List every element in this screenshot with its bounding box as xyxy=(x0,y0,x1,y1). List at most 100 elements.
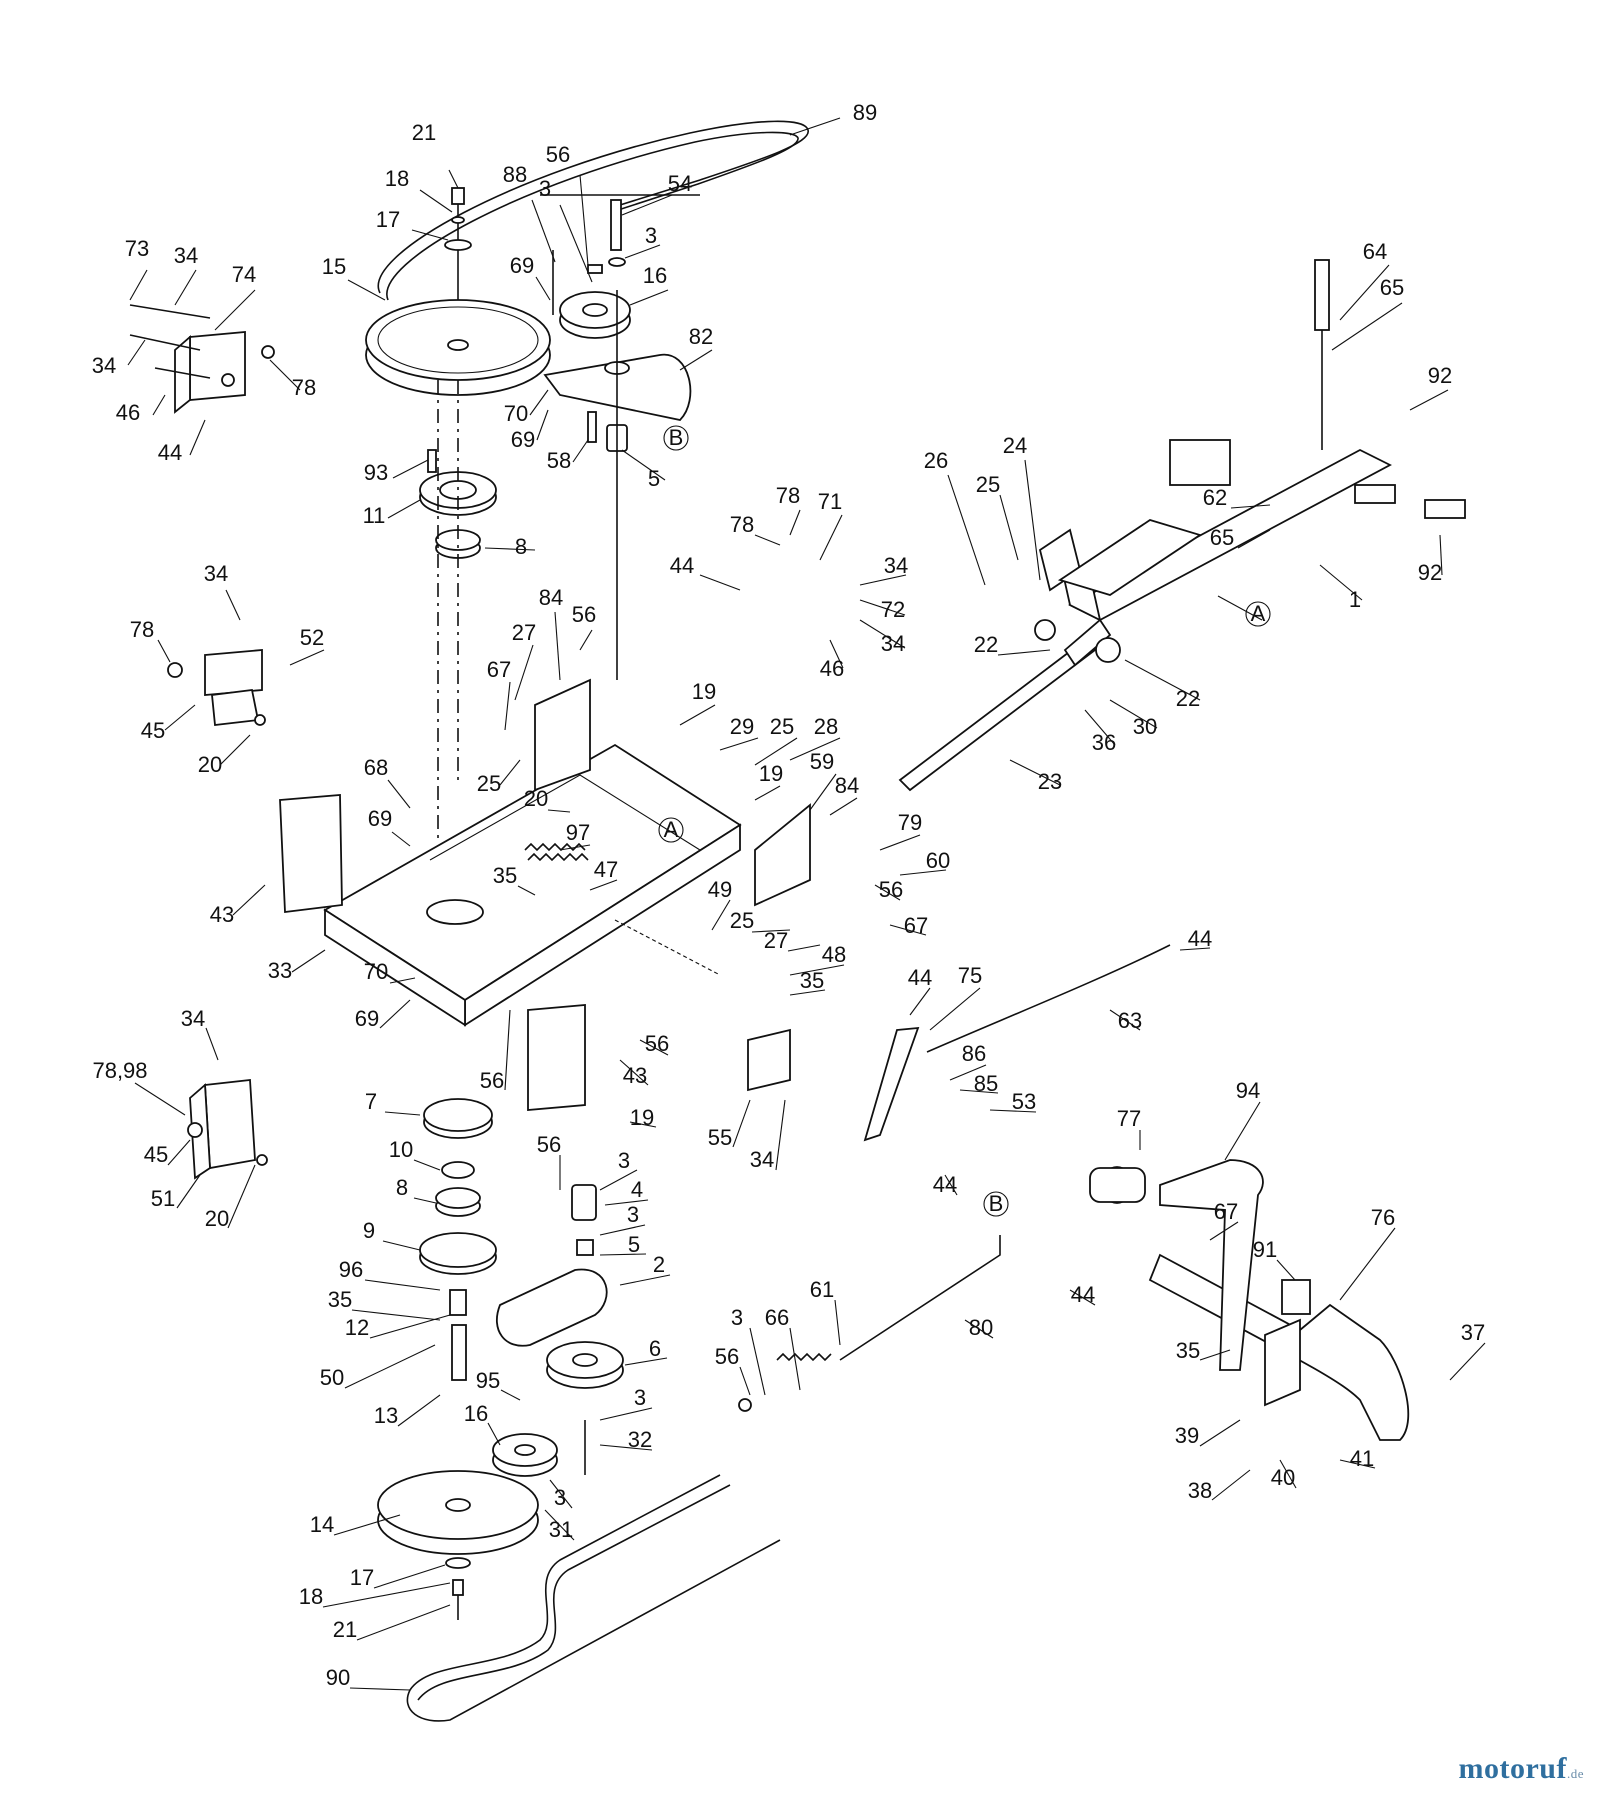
leader-line xyxy=(364,1279,441,1291)
leader-line xyxy=(679,704,716,726)
callout-number: 72 xyxy=(881,597,905,622)
leader-line xyxy=(819,514,843,561)
callout-number: 3 xyxy=(645,223,657,248)
callout-number: 53 xyxy=(1012,1089,1036,1114)
callout-number: 35 xyxy=(800,968,824,993)
callout-number: 25 xyxy=(730,908,754,933)
leader-line xyxy=(205,1027,219,1061)
leader-line xyxy=(1449,1342,1486,1381)
handle-76 xyxy=(1089,1159,1410,1441)
leader-line xyxy=(1339,1227,1396,1301)
callout-number: 61 xyxy=(810,1277,834,1302)
callout-number: 25 xyxy=(976,472,1000,497)
callout-number: 34 xyxy=(884,553,908,578)
leader-line xyxy=(859,619,906,649)
callout-number: 3 xyxy=(554,1485,566,1510)
callout-number: 43 xyxy=(210,902,234,927)
leader-line xyxy=(1024,459,1041,581)
callout-number: 22 xyxy=(1176,686,1200,711)
callout-number: 69 xyxy=(355,1006,379,1031)
callout-number: 38 xyxy=(1188,1478,1212,1503)
callout-number: 17 xyxy=(350,1565,374,1590)
leader-line xyxy=(1084,709,1116,746)
pivot-bracket-1 xyxy=(1038,259,1466,622)
leader-line xyxy=(789,117,841,136)
leader-line xyxy=(344,1344,436,1389)
callout-number: 97 xyxy=(566,820,590,845)
leader-line xyxy=(789,964,845,976)
callout-number: 1 xyxy=(1349,587,1361,612)
callout-number: 82 xyxy=(689,324,713,349)
callout-number: 43 xyxy=(623,1063,647,1088)
callout-number: 13 xyxy=(374,1403,398,1428)
leader-line xyxy=(859,599,906,616)
leader-line xyxy=(225,589,241,621)
callout-number: 34 xyxy=(750,1147,774,1172)
leader-line xyxy=(419,189,453,213)
callout-number: 92 xyxy=(1418,560,1442,585)
upper-pulley-assembly xyxy=(365,187,551,396)
callout-number: 71 xyxy=(818,489,842,514)
leader-line xyxy=(949,1064,987,1081)
callout-number: 56 xyxy=(645,1031,669,1056)
leader-line xyxy=(619,1274,671,1286)
leader-line xyxy=(621,194,673,216)
callout-number: 60 xyxy=(926,848,950,873)
leader-line xyxy=(997,649,1051,656)
callout-number: 20 xyxy=(205,1206,229,1231)
bracket-74 xyxy=(129,304,275,414)
callout-number: 15 xyxy=(322,254,346,279)
leader-line xyxy=(719,737,759,751)
callout-number: 67 xyxy=(904,913,928,938)
callout-number: 28 xyxy=(814,714,838,739)
leader-line xyxy=(214,289,256,331)
leader-line xyxy=(504,1009,511,1091)
leader-line xyxy=(536,409,549,441)
callout-number: 36 xyxy=(1092,730,1116,755)
leader-line xyxy=(1069,1289,1096,1306)
leader-line xyxy=(514,644,534,701)
callout-number: 44 xyxy=(933,1172,957,1197)
leader-line xyxy=(929,987,981,1031)
leader-line xyxy=(387,779,411,809)
leader-line xyxy=(829,639,844,669)
callout-number: 33 xyxy=(268,958,292,983)
upper-drive-belt xyxy=(377,120,809,301)
leader-line xyxy=(322,1582,451,1608)
callout-number: 56 xyxy=(572,602,596,627)
callout-number: 49 xyxy=(708,877,732,902)
callout-number: 68 xyxy=(364,755,388,780)
callout-number: 93 xyxy=(364,460,388,485)
leader-line xyxy=(448,169,459,189)
leader-line xyxy=(599,1444,653,1451)
leader-line xyxy=(679,349,713,371)
leader-line xyxy=(167,1139,191,1166)
leader-line xyxy=(559,844,591,851)
leader-line xyxy=(559,204,593,283)
callout-number: 56 xyxy=(715,1344,739,1369)
callout-number: 30 xyxy=(1133,714,1157,739)
leader-line xyxy=(517,885,536,896)
callout-number: 8 xyxy=(515,534,527,559)
reference-circle xyxy=(658,817,684,843)
callout-number: 78 xyxy=(776,483,800,508)
callout-number: 59 xyxy=(810,749,834,774)
leader-line xyxy=(989,1109,1037,1113)
callout-number: 84 xyxy=(835,773,859,798)
callout-number: 34 xyxy=(881,631,905,656)
callout-number: 48 xyxy=(822,942,846,967)
leader-line xyxy=(1009,759,1061,786)
callout-number: 23 xyxy=(1038,769,1062,794)
leader-line xyxy=(1199,1349,1231,1361)
leader-line xyxy=(333,1514,401,1536)
callout-number: 27 xyxy=(764,928,788,953)
callout-number: 50 xyxy=(320,1365,344,1390)
callout-number: 52 xyxy=(300,625,324,650)
leader-line xyxy=(699,574,741,591)
leader-line xyxy=(531,199,556,263)
callout-number: 6 xyxy=(649,1336,661,1361)
callout-number: 65 xyxy=(1210,525,1234,550)
leader-line xyxy=(189,419,206,456)
